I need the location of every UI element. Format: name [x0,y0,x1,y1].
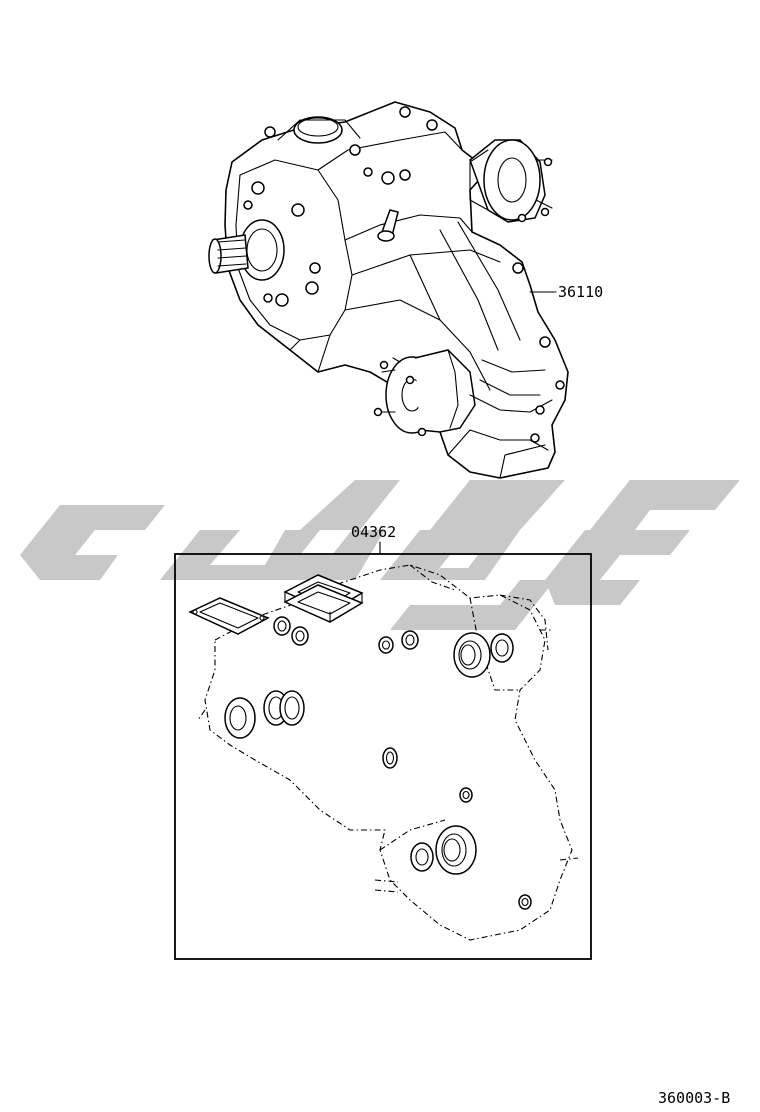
watermark-logo [20,480,740,630]
gasket-kit-frame [174,553,592,960]
callout-transfer-assembly: 36110 [558,283,603,301]
transfer-case-assembly [208,101,569,479]
figure-code: 360003-B [658,1089,730,1107]
gasket-kit-contents [188,564,579,941]
callout-gasket-kit: 04362 [351,523,396,541]
